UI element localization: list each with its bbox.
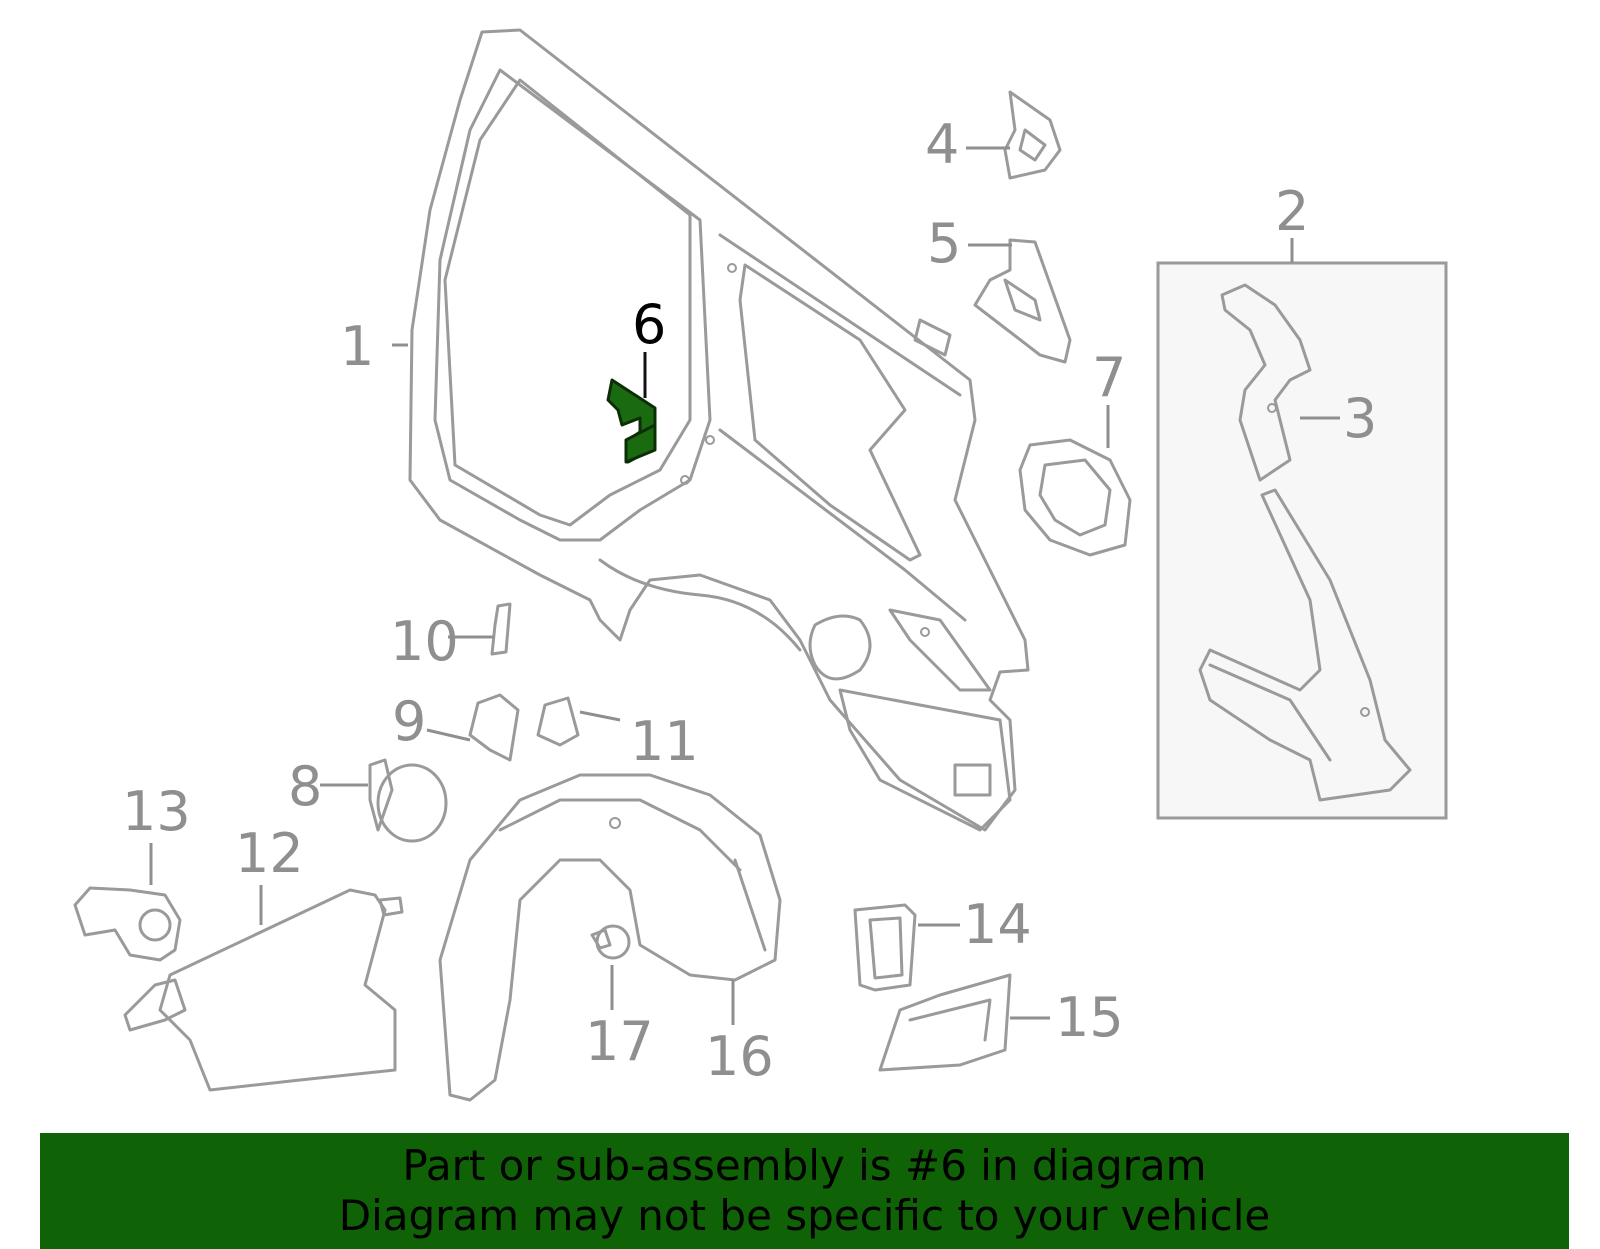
part-16-wheelhouse-liner[interactable] (438, 773, 782, 1102)
banner-line-part: Part or sub-assembly is #6 in diagram (402, 1141, 1207, 1190)
callout-1[interactable]: 1 (340, 315, 374, 378)
part-14-bracket[interactable] (853, 903, 917, 992)
part-2-assembly-box[interactable] (1156, 238, 1448, 820)
banner-line-disclaimer: Diagram may not be specific to your vehi… (338, 1191, 1271, 1240)
part-4-bracket[interactable] (1003, 90, 1062, 180)
callout-15[interactable]: 15 (1055, 986, 1124, 1049)
part-11-grommet[interactable] (536, 696, 580, 747)
part-8-fuel-door[interactable] (368, 758, 448, 843)
part-15-bracket[interactable] (878, 973, 1012, 1072)
callout-labels: 1 2 3 4 5 6 7 8 9 10 11 12 13 14 15 16 1… (122, 113, 1377, 1088)
callout-11[interactable]: 11 (630, 710, 699, 773)
callout-16[interactable]: 16 (705, 1025, 774, 1088)
callout-9[interactable]: 9 (392, 690, 426, 753)
callout-17[interactable]: 17 (585, 1010, 654, 1073)
callout-3[interactable]: 3 (1343, 387, 1377, 450)
part-10-clip[interactable] (490, 602, 512, 656)
callout-4[interactable]: 4 (925, 113, 959, 176)
callout-6[interactable]: 6 (632, 293, 666, 356)
callout-lines (149, 146, 1340, 1025)
part-9-bracket[interactable] (468, 693, 520, 762)
callout-5[interactable]: 5 (927, 212, 961, 275)
callout-12[interactable]: 12 (235, 822, 304, 885)
part-6-highlighted-bracket[interactable] (606, 378, 657, 464)
callout-2[interactable]: 2 (1275, 180, 1309, 243)
info-banner: Part or sub-assembly is #6 in diagram Di… (40, 1133, 1569, 1249)
callout-10[interactable]: 10 (390, 610, 459, 673)
part-1-quarter-panel[interactable] (408, 28, 1030, 832)
part-5-bracket[interactable] (973, 238, 1072, 364)
callout-7[interactable]: 7 (1092, 346, 1126, 409)
part-12-module[interactable] (123, 888, 404, 1092)
part-17-fastener[interactable] (590, 924, 631, 960)
parts-diagram: 1 2 3 4 5 6 7 8 9 10 11 12 13 14 15 16 1… (73, 28, 1448, 1102)
callout-13[interactable]: 13 (122, 780, 191, 843)
part-13-connector[interactable] (73, 886, 182, 962)
part-7-fuel-door-housing[interactable] (1018, 438, 1132, 557)
callout-14[interactable]: 14 (963, 893, 1032, 956)
callout-8[interactable]: 8 (288, 755, 322, 818)
